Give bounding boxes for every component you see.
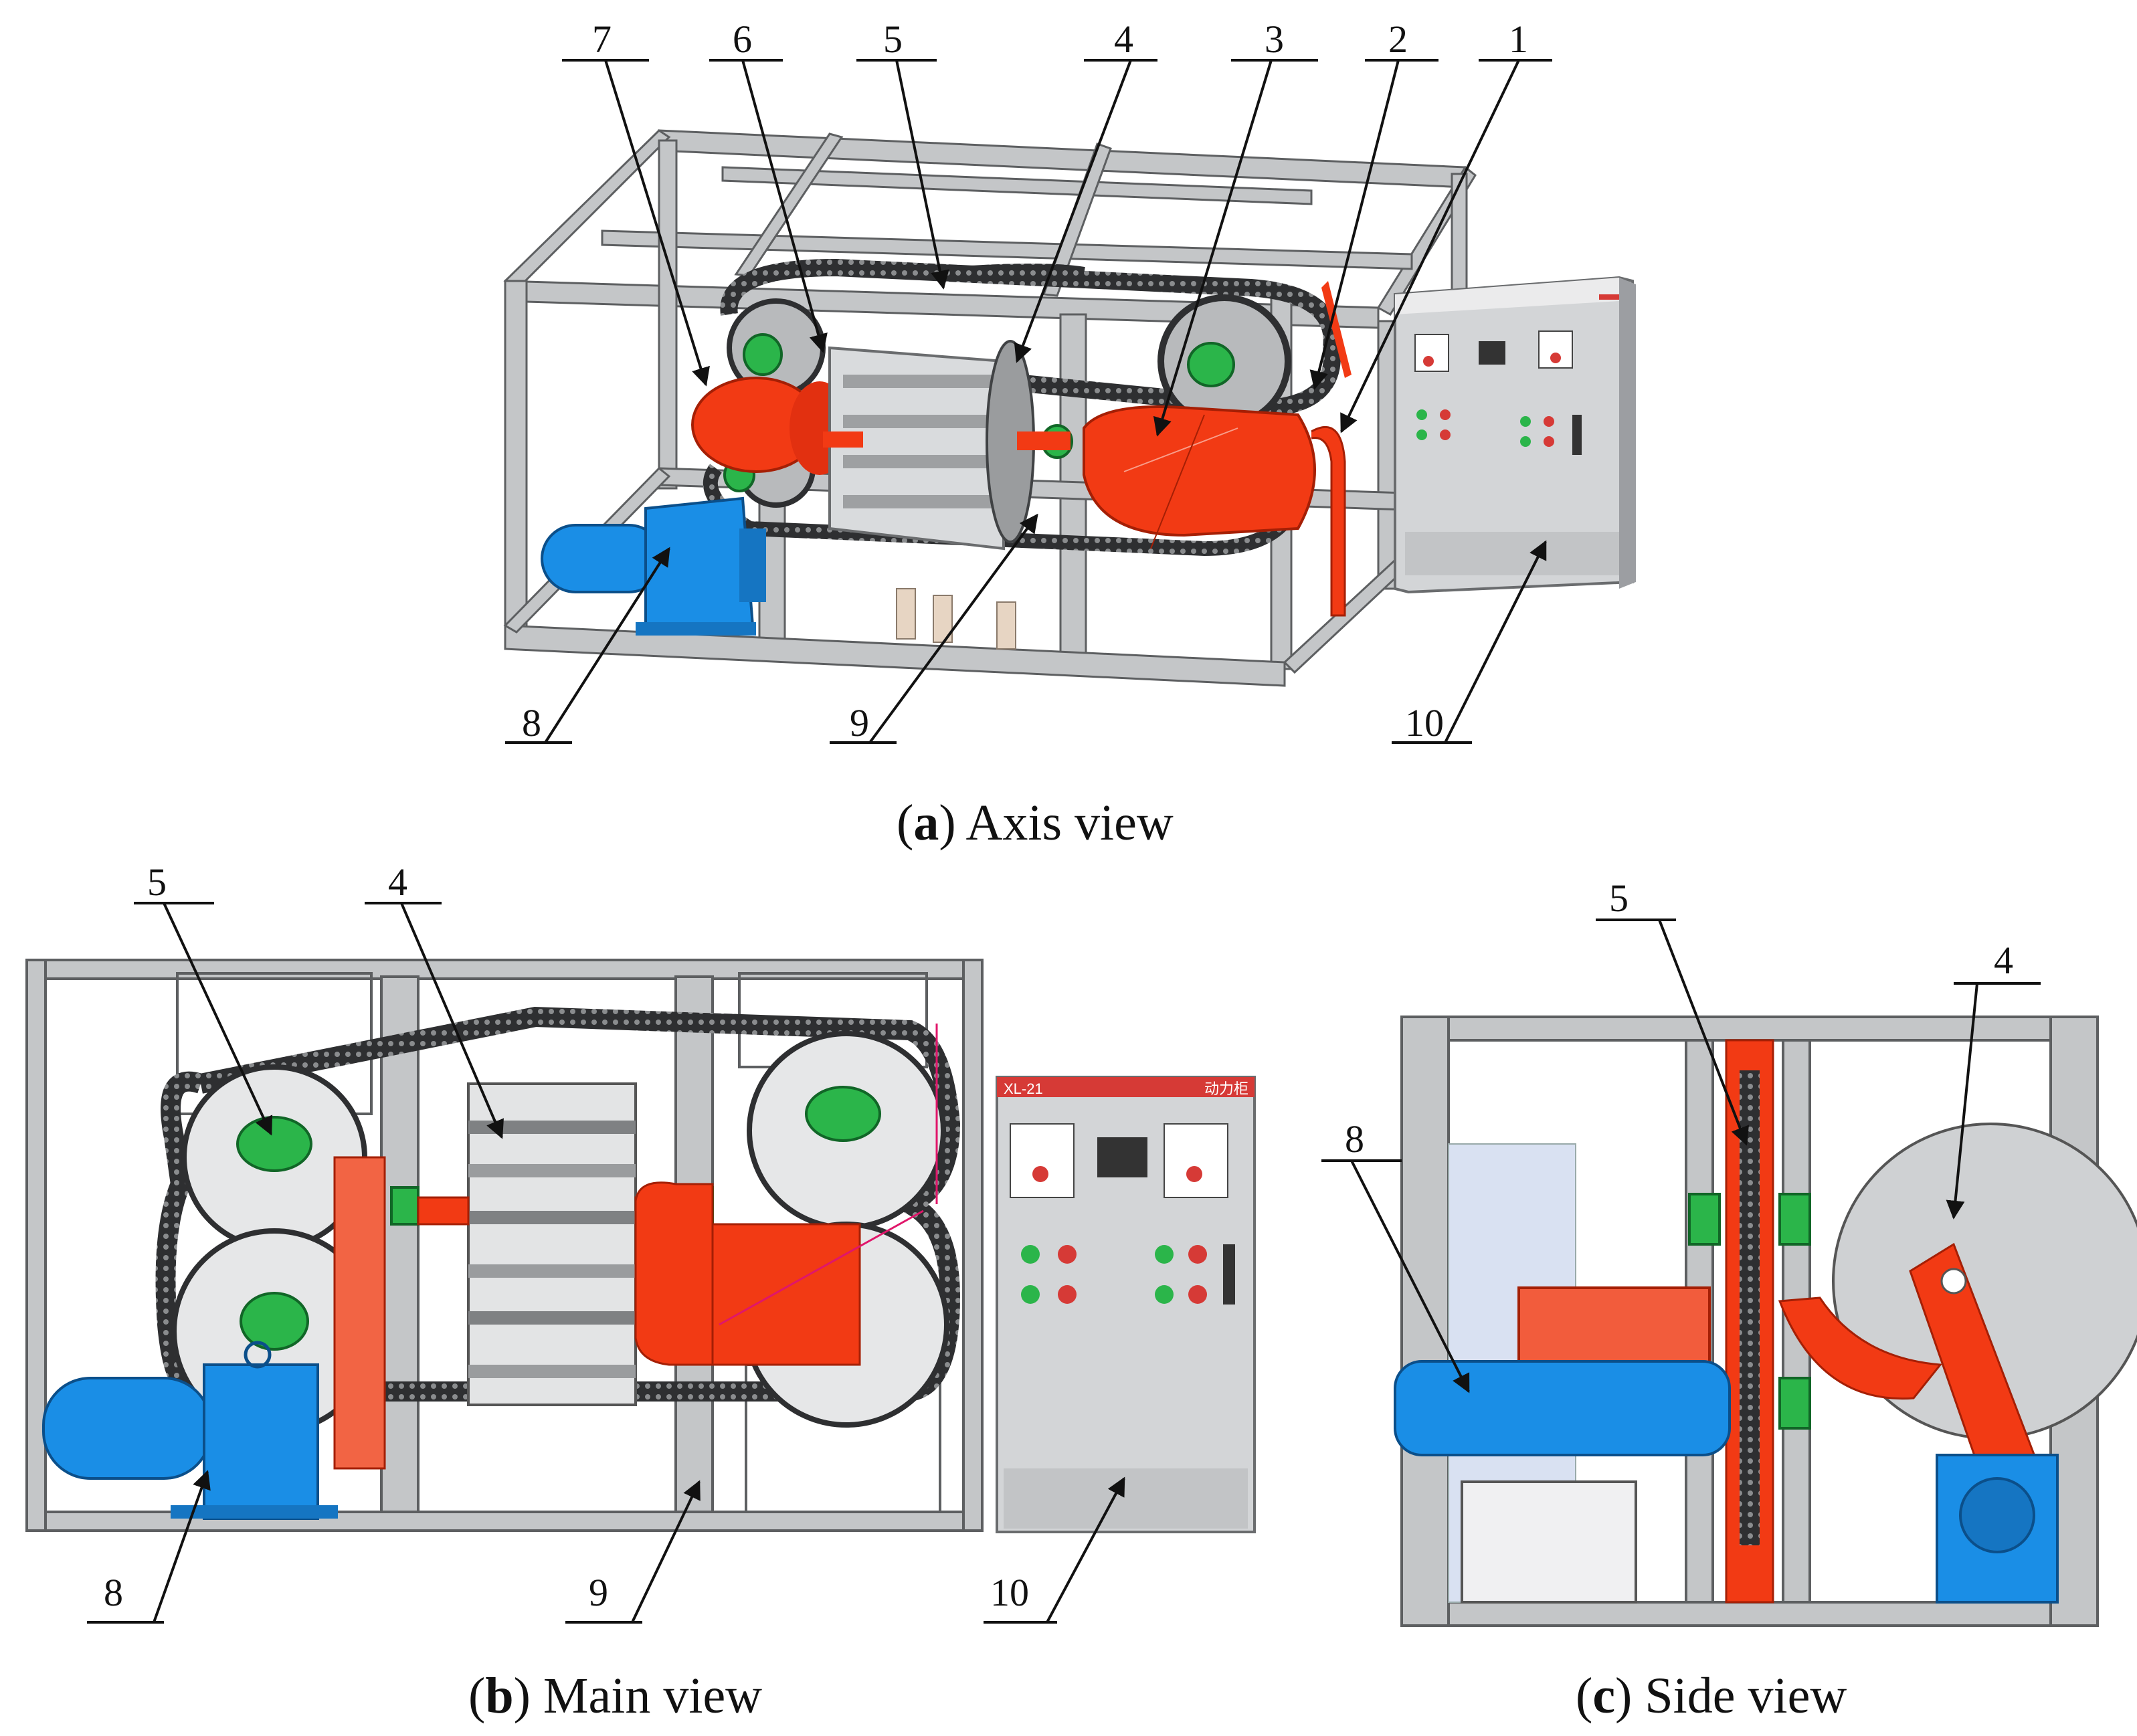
- caption-a-letter: a: [913, 795, 939, 851]
- callout-labels-c: 5 4 8: [1345, 876, 2013, 1161]
- chain-c: [1740, 1070, 1760, 1545]
- callout-8: 8: [522, 701, 541, 745]
- callout-b-10: 10: [990, 1571, 1029, 1614]
- support-blocks: [896, 588, 1016, 650]
- drum-right: [1083, 405, 1316, 549]
- caption-b-letter: b: [485, 1668, 513, 1724]
- callout-2: 2: [1388, 17, 1408, 61]
- cage-b: [467, 1082, 637, 1406]
- callouts-a: [505, 59, 1552, 744]
- callouts-b: [87, 902, 1125, 1624]
- callout-b-9: 9: [589, 1571, 608, 1614]
- callouts-c: [1321, 919, 2041, 1393]
- callout-c-8: 8: [1345, 1117, 1364, 1161]
- callout-9: 9: [850, 701, 869, 745]
- callout-7: 7: [592, 17, 612, 61]
- callout-b-4: 4: [388, 860, 407, 904]
- callout-10: 10: [1405, 701, 1444, 745]
- callout-4: 4: [1114, 17, 1133, 61]
- caption-b-title: Main view: [543, 1668, 762, 1724]
- caption-c-title: Side view: [1645, 1668, 1847, 1724]
- motor-b: [42, 1341, 338, 1520]
- callout-labels-b: 5 4 8 9 10: [104, 860, 1029, 1614]
- caption-c: (c) Side view: [1576, 1668, 1847, 1724]
- callout-b-8: 8: [104, 1571, 123, 1614]
- drum-c: [1778, 1123, 2137, 1604]
- callout-3: 3: [1265, 17, 1284, 61]
- motor-gearbox: [541, 496, 766, 636]
- callout-c-5: 5: [1609, 876, 1629, 920]
- caption-c-letter: c: [1592, 1668, 1615, 1724]
- panel-c-side-view: 5 4 8 (c) Side view: [1321, 876, 2137, 1724]
- cabinet-name: 动力柜: [1204, 1080, 1248, 1097]
- callout-c-4: 4: [1994, 939, 2013, 982]
- motor-c: [1394, 1286, 1731, 1456]
- caption-a: (a) Axis view: [897, 795, 1174, 851]
- panel-b-main-view: XL-21 动力柜 5 4: [25, 860, 1256, 1724]
- callout-b-5: 5: [147, 860, 167, 904]
- callout-6: 6: [733, 17, 752, 61]
- drums-b: [333, 1156, 861, 1470]
- cabinet-brand: XL-21: [1004, 1080, 1043, 1097]
- caption-b: (b) Main view: [468, 1668, 762, 1724]
- red-belt: [1311, 281, 1352, 617]
- drum-left: [691, 377, 850, 475]
- callout-5: 5: [883, 17, 903, 61]
- callout-1: 1: [1509, 17, 1528, 61]
- control-cabinet-a: [1394, 276, 1636, 594]
- control-cabinet-b: XL-21 动力柜: [996, 1076, 1256, 1533]
- frame-b: [25, 959, 984, 1532]
- panel-a-axis-view: 7 6 5 4 3 2 1 8 9 10 (a) Axis view: [503, 17, 1636, 851]
- motor-base-c: [1461, 1480, 1637, 1604]
- caption-a-title: Axis view: [965, 795, 1173, 851]
- callout-labels-a: 7 6 5 4 3 2 1 8 9 10: [522, 17, 1528, 745]
- cable-b: [719, 1210, 924, 1326]
- cage-drum: [823, 340, 1071, 551]
